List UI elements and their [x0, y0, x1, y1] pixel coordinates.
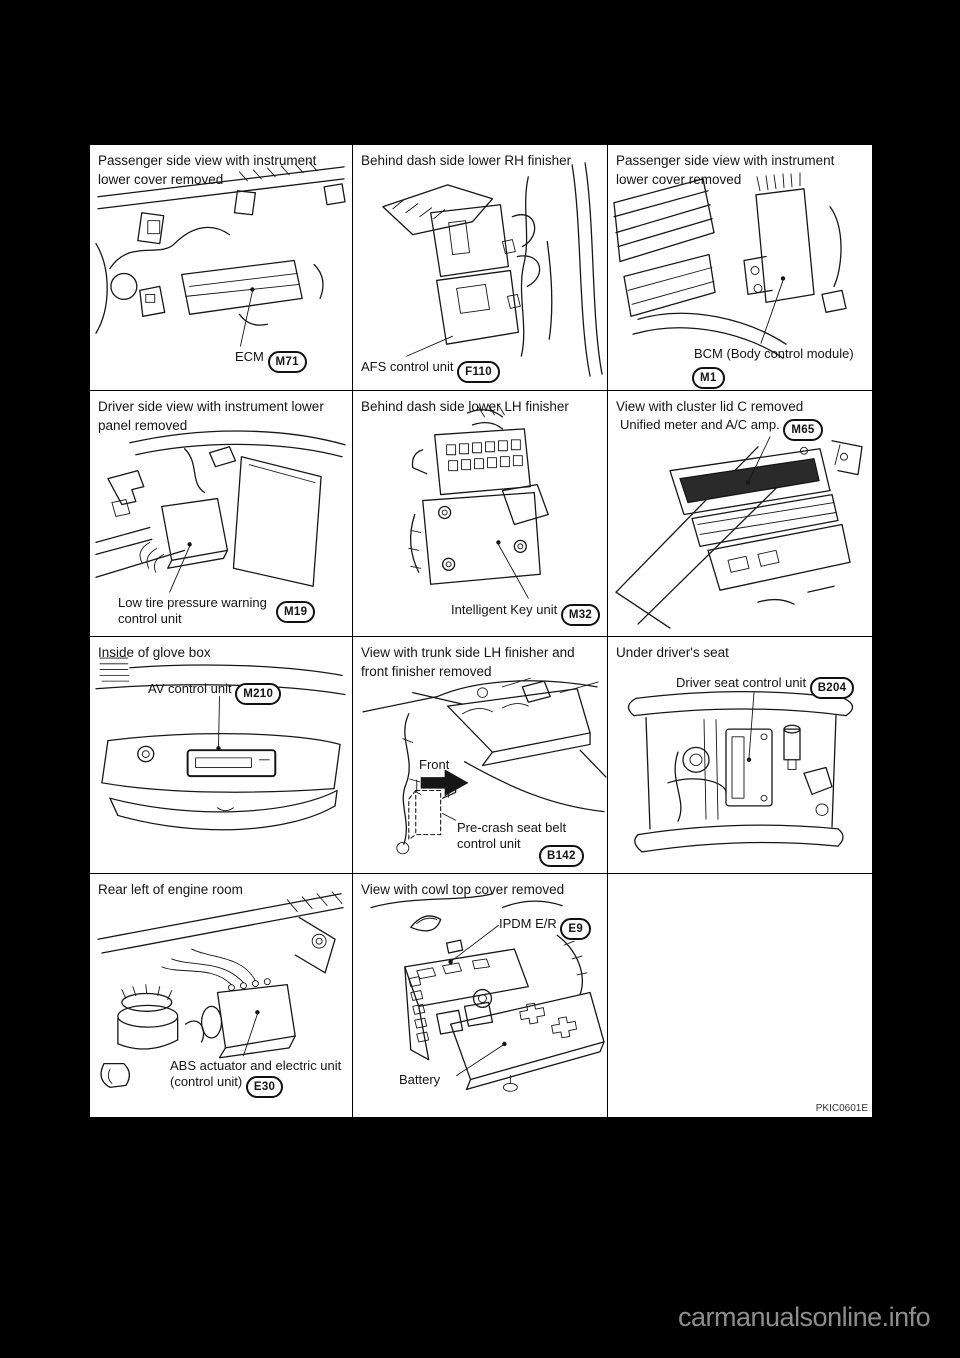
panel-unified-meter-ac-amp: View with cluster lid C removed Unified … [608, 391, 872, 637]
av-control-unit-label: AV control unit M210 [148, 681, 282, 705]
connector-badge-b204: B204 [809, 677, 855, 699]
battery-label: Battery [399, 1072, 441, 1087]
ipdm-er-label: IPDM E/R E9 [499, 916, 592, 940]
low-tire-pressure-label: Low tire pressure warning control unit [118, 595, 267, 626]
panel-intelligent-key-unit: Behind dash side lower LH finisher Intel… [353, 391, 608, 637]
connector-badge-m65: M65 [783, 419, 823, 441]
panel-caption: Behind dash side lower RH finisher [361, 153, 572, 168]
afs-label: AFS control unit F110 [361, 359, 500, 383]
panel-ipdm-er: View with cowl top cover removed [353, 874, 608, 1117]
watermark-text: carmanualsonline.info [678, 1302, 931, 1332]
panel-caption: Under driver's seat [616, 645, 729, 660]
connector-badge-b142: B142 [539, 845, 584, 867]
panel-caption: Passenger side view with instrument lowe… [98, 153, 317, 187]
intelligent-key-illustration [408, 404, 549, 599]
panel-caption: Passenger side view with instrument lowe… [616, 153, 835, 187]
panel-caption: Driver side view with instrument lower p… [98, 399, 324, 433]
panel-pre-crash-seat-belt-unit: View with trunk side LH finisher and fro… [353, 637, 608, 874]
bcm-label: BCM (Body control module) [694, 346, 854, 361]
pre-crash-label: Pre-crash seat belt control unit [457, 820, 567, 851]
front-direction-label: Front [419, 757, 450, 772]
connector-badge-m1: M1 [692, 367, 725, 389]
panel-empty: PKIC0601E [608, 874, 872, 1117]
driver-seat-illustration [627, 691, 854, 853]
av-control-unit-illustration [95, 657, 346, 831]
panel-driver-seat-control-unit: Under driver's seat Driver seat cont [608, 637, 872, 874]
panel-caption: Behind dash side lower LH finisher [361, 399, 569, 414]
pre-crash-illustration [362, 677, 607, 855]
abs-actuator-illustration [97, 891, 344, 1089]
connector-badge-m32: M32 [560, 604, 601, 626]
unified-meter-label: Unified meter and A/C amp. M65 [620, 417, 823, 441]
panel-bcm: Passenger side view with instrument lowe… [608, 145, 872, 391]
connector-badge-f110: F110 [457, 361, 500, 383]
ipdm-battery-illustration [370, 893, 605, 1092]
connector-badge-m210: M210 [235, 683, 282, 705]
abs-actuator-label: ABS actuator and electric unit (control … [170, 1058, 352, 1098]
driver-seat-label: Driver seat control unit B204 [676, 675, 855, 699]
panel-caption: Inside of glove box [98, 645, 211, 660]
panel-afs-control-unit: Behind dash side lower RH finisher AFS c… [353, 145, 608, 391]
connector-badge-m19: M19 [276, 601, 316, 623]
panel-caption: Rear left of engine room [98, 882, 243, 897]
figure-code: PKIC0601E [815, 1103, 868, 1114]
panel-abs-actuator: Rear left of engine room ABS actuato [90, 874, 353, 1117]
connector-badge-e30: E30 [245, 1076, 284, 1098]
component-location-table: Passenger side view with instrument lowe… [88, 143, 874, 1119]
intelligent-key-label: Intelligent Key unit M32 [451, 602, 601, 626]
ecm-illustration [95, 161, 346, 347]
ecm-label: ECM M71 [235, 349, 307, 373]
panel-ecm: Passenger side view with instrument lowe… [90, 145, 353, 391]
bcm-illustration [613, 172, 847, 359]
panel-caption [608, 874, 872, 880]
connector-badge-m71: M71 [267, 351, 307, 373]
unified-meter-illustration [615, 436, 863, 629]
panel-caption: View with trunk side LH finisher and fro… [361, 645, 575, 679]
low-tire-pressure-illustration [95, 430, 346, 593]
panel-caption: View with cluster lid C removed [616, 399, 804, 414]
panel-caption: View with cowl top cover removed [361, 882, 565, 897]
afs-illustration [382, 162, 603, 377]
panel-av-control-unit: Inside of glove box AV control unit M210 [90, 637, 353, 874]
connector-badge-e9: E9 [560, 918, 592, 940]
panel-low-tire-pressure-unit: Driver side view with instrument lower p… [90, 391, 353, 637]
